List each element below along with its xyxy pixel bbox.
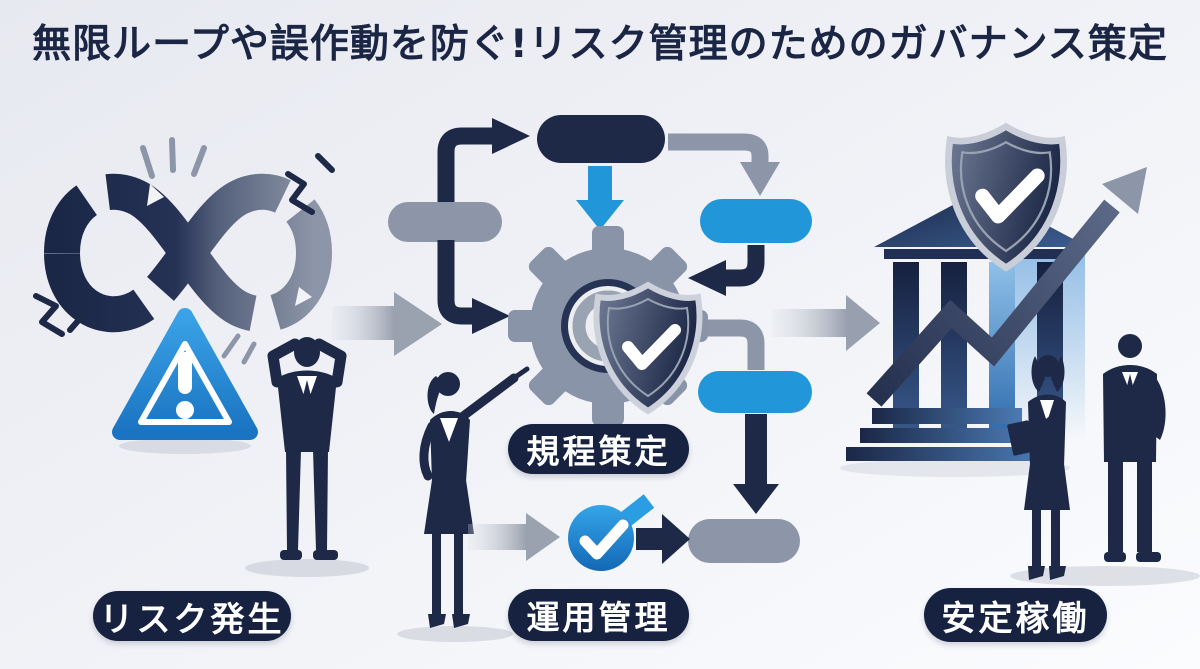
flow-connector-gray-elbow xyxy=(702,319,765,370)
gear-shield-icon xyxy=(508,226,708,426)
stage-label-operation: 運用管理 xyxy=(508,589,689,641)
flow-arrow-down-navy xyxy=(733,414,779,514)
stage-label-risk: リスク発生 xyxy=(93,591,291,641)
businesswoman-silhouette xyxy=(1007,355,1070,580)
navy-arrow xyxy=(636,514,690,564)
flow-node-top xyxy=(537,115,665,163)
flowchart xyxy=(388,115,812,563)
gray-arrow-shaft xyxy=(468,524,526,550)
check-circle-icon xyxy=(568,494,655,571)
shock-zigzag-lines xyxy=(33,153,335,337)
businessman-silhouette xyxy=(1103,334,1166,562)
flow-node-right-blue xyxy=(700,199,812,243)
stage-label-stable: 安定稼働 xyxy=(924,588,1107,642)
pointing-woman-silhouette xyxy=(419,366,530,628)
flow-node-bottom-gray xyxy=(688,519,800,563)
flow-arrow-down-blue xyxy=(576,166,624,230)
warning-triangle-icon xyxy=(112,308,258,440)
stage-label-regulation: 規程策定 xyxy=(508,424,689,474)
flow-node-left xyxy=(388,202,502,242)
flow-arrow-down-right xyxy=(437,240,472,325)
crack-tick-lines xyxy=(221,333,257,365)
connector-arrow-left xyxy=(332,292,442,356)
shield-check-small xyxy=(593,281,703,415)
page-title: 無限ループや誤作動を防ぐ!リスク管理のためのガバナンス策定 xyxy=(32,22,1168,67)
connector-arrow-right xyxy=(772,295,880,351)
shield-check-icon xyxy=(945,122,1067,272)
flow-arrow-up-right xyxy=(437,127,492,206)
crack-burst-lines xyxy=(140,137,207,179)
broken-infinity-icon xyxy=(33,137,335,365)
stressed-person-silhouette xyxy=(267,337,347,560)
operation-flow-row xyxy=(468,494,690,571)
flow-arrow-left-elbow xyxy=(726,245,765,287)
flow-node-mid-blue xyxy=(698,371,812,413)
flow-arrow-right-down xyxy=(668,133,769,162)
growth-arrow-icon xyxy=(866,167,1147,407)
